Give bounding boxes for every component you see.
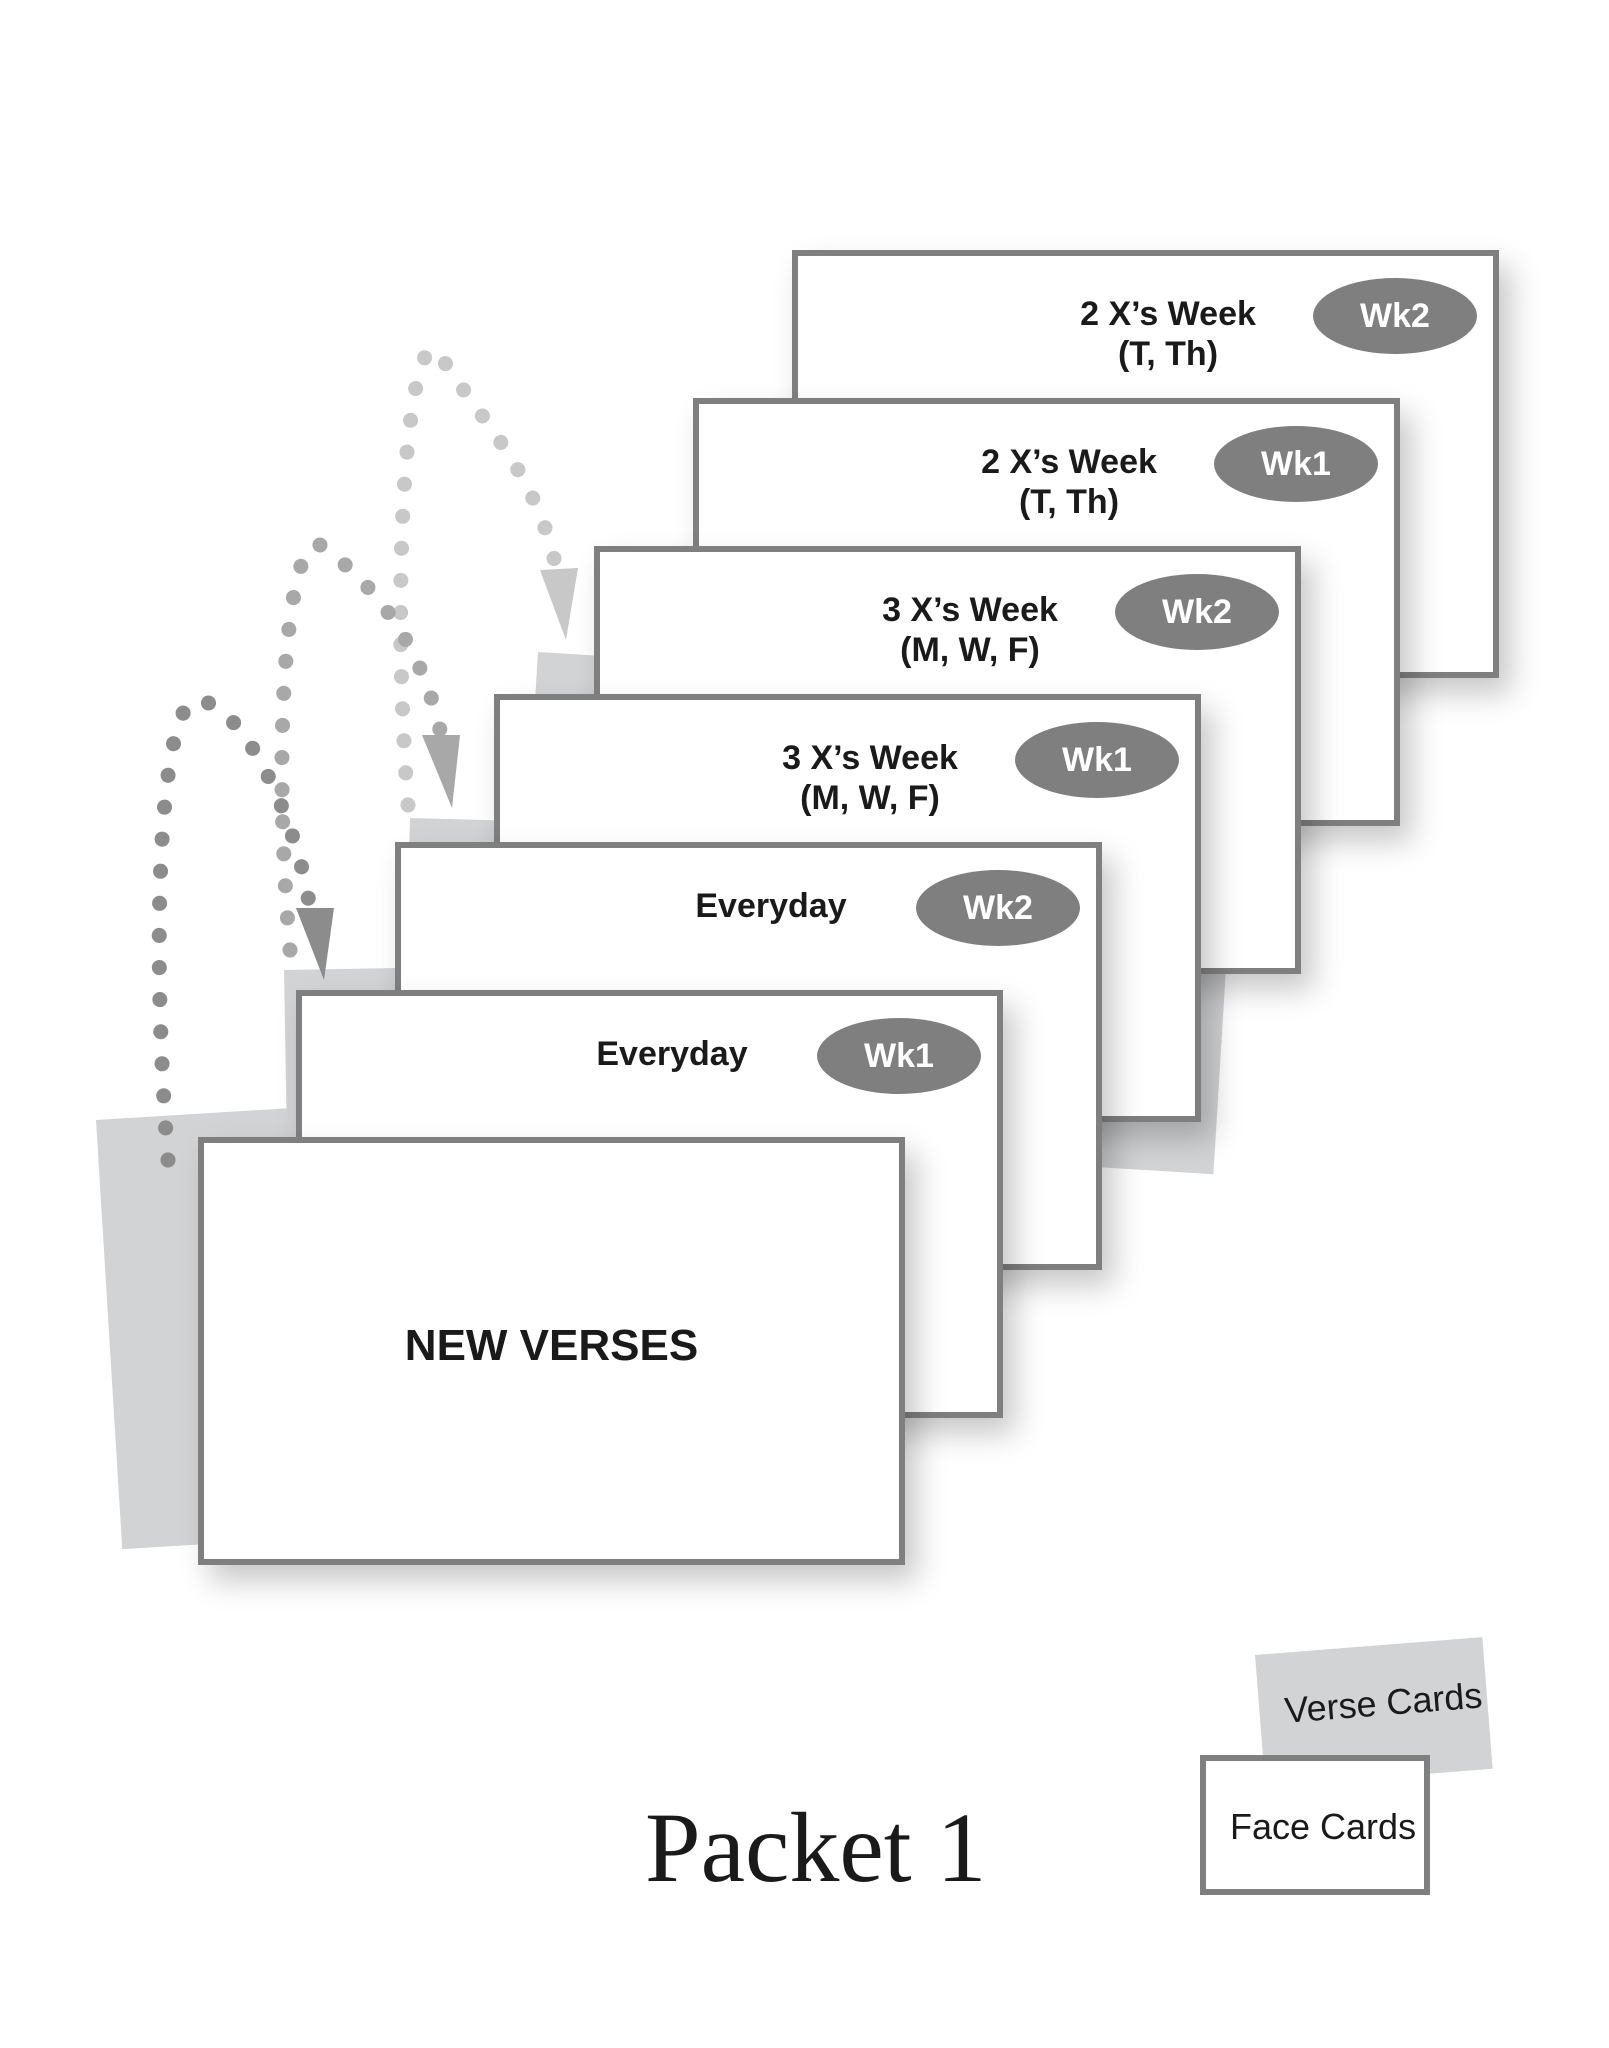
legend-face-cards-label: Face Cards: [1230, 1806, 1417, 1847]
card-title: Everyday: [695, 887, 847, 925]
card-title: 2 X’s Week(T, Th): [1080, 295, 1256, 373]
dotted-arrow-back-to-wk2-everyday: [151, 692, 318, 1168]
week-badge: Wk1: [1214, 426, 1378, 502]
packet-title: Packet 1: [645, 1792, 987, 1903]
card-title: Everyday: [596, 1035, 748, 1073]
week-badge: Wk1: [1015, 722, 1179, 798]
legend-face-card: [1200, 1755, 1430, 1895]
week-badge: Wk2: [1115, 574, 1279, 650]
new-verses-label: NEW VERSES: [404, 1321, 699, 1370]
dotted-arrow-head-wk2-everyday: [296, 908, 334, 980]
dotted-arrow-back-to-wk2-3x: [274, 536, 448, 958]
card-title: 3 X’s Week(M, W, F): [782, 739, 958, 817]
card-title: 3 X’s Week(M, W, F): [882, 591, 1058, 669]
card-title: 2 X’s Week(T, Th): [981, 443, 1157, 521]
dotted-arrow-head-wk2-3x: [422, 735, 460, 808]
week-badge: Wk2: [1313, 278, 1477, 354]
dotted-arrow-head-wk2-2x: [540, 568, 578, 640]
card-new-verses: NEW VERSES: [198, 1137, 905, 1565]
week-badge: Wk1: [817, 1018, 981, 1094]
week-badge: Wk2: [916, 870, 1080, 946]
